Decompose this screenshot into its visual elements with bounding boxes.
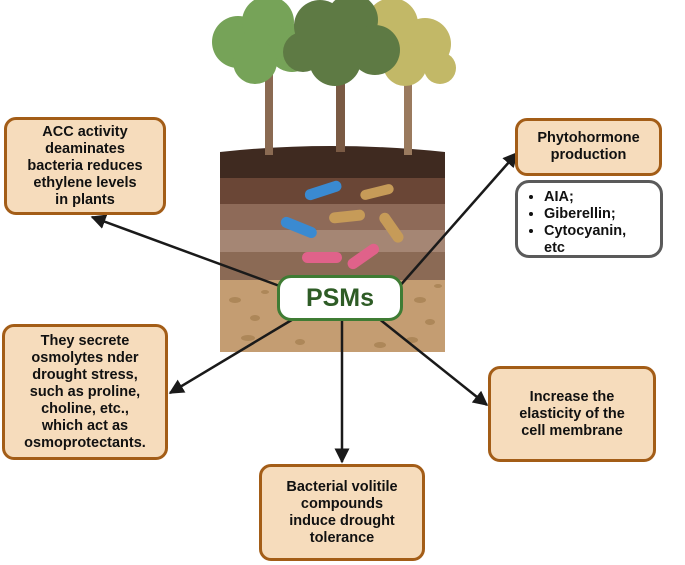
arrow-to-acc — [90, 214, 286, 290]
arrow-to-osmolytes — [168, 316, 296, 395]
psms-text: PSMs — [305, 283, 375, 312]
phytohormone-box: Phytohormone production — [515, 118, 662, 176]
osmolytes-box: They secrete osmolytes nder drought stre… — [2, 324, 168, 460]
elasticity-text: Increase the elasticity of the cell memb… — [519, 388, 625, 439]
phytohormone-list-box: AIA; Giberellin; Cytocyanin, etc — [515, 180, 663, 258]
bacteria-cells — [280, 180, 404, 270]
acc-activity-box: ACC activity deaminates bacteria reduces… — [4, 117, 166, 215]
list-item: Cytocyanin, etc — [544, 223, 652, 257]
volatile-compounds-box: Bacterial volitile compounds induce drou… — [259, 464, 425, 561]
elasticity-box: Increase the elasticity of the cell memb… — [488, 366, 656, 462]
volatile-compounds-text: Bacterial volitile compounds induce drou… — [286, 478, 398, 546]
soil-cross-section — [220, 146, 445, 352]
phytohormone-text: Phytohormone production — [537, 130, 640, 163]
arrow-to-phytohormone — [397, 151, 518, 289]
arrow-to-elasticity — [377, 317, 489, 406]
list-item: AIA; — [544, 189, 652, 206]
list-item: Giberellin; — [544, 206, 652, 223]
psms-center-label: PSMs — [277, 275, 403, 321]
trees — [212, 0, 456, 155]
osmolytes-text: They secrete osmolytes nder drought stre… — [24, 332, 146, 451]
arrows — [90, 151, 518, 464]
phytohormone-list: AIA; Giberellin; Cytocyanin, etc — [528, 189, 652, 257]
acc-activity-text: ACC activity deaminates bacteria reduces… — [27, 123, 143, 208]
